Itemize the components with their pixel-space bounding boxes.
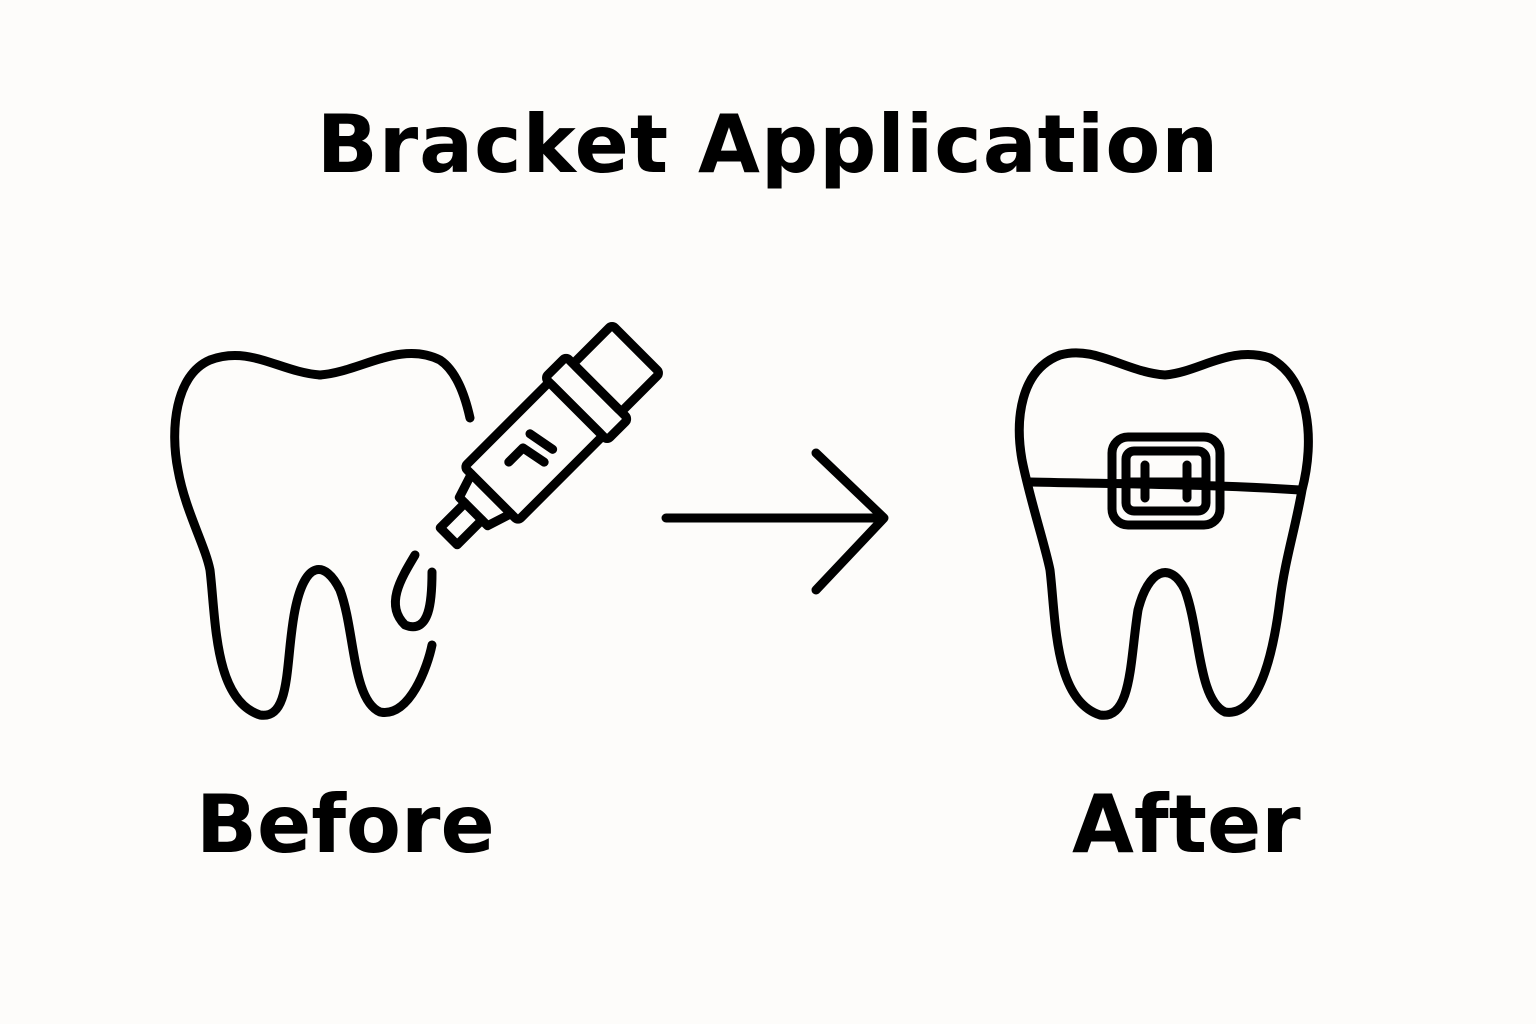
before-label: Before — [196, 778, 495, 871]
after-label: After — [1072, 778, 1301, 871]
diagram-title: Bracket Application — [316, 98, 1220, 191]
right-arrow-icon — [661, 448, 889, 595]
tooth-with-adhesive-applicator-icon — [170, 322, 663, 720]
tooth-with-bracket-icon — [1014, 348, 1313, 720]
